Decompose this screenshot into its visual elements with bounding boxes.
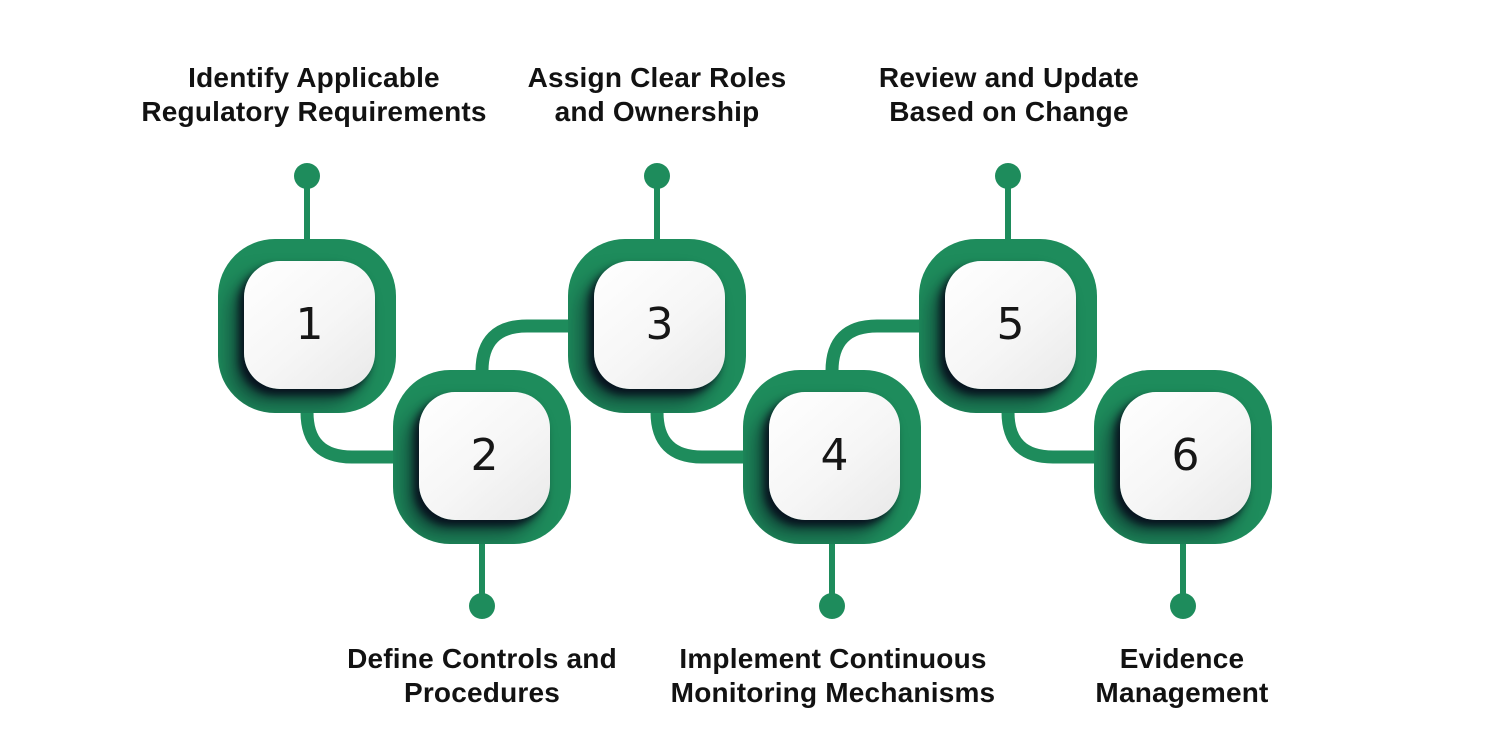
- step-number: 4: [820, 430, 849, 481]
- step-node-5: 5: [919, 239, 1097, 413]
- step-card: 1: [244, 261, 375, 389]
- step-ring: 2: [393, 370, 571, 544]
- step-ring: 4: [743, 370, 921, 544]
- step-label-line: Monitoring Mechanisms: [670, 677, 996, 708]
- step-number: 3: [645, 299, 674, 350]
- connector-step3-step4: [650, 403, 752, 464]
- step-label-line: Define Controls and: [347, 643, 617, 674]
- step-number: 6: [1171, 430, 1200, 481]
- step-node-6: 6: [1094, 370, 1272, 544]
- step-number: 5: [996, 299, 1025, 350]
- step-label-line: Identify Applicable: [188, 62, 440, 93]
- dot-step3: [644, 163, 670, 189]
- step-card: 2: [419, 392, 550, 520]
- step-ring: 3: [568, 239, 746, 413]
- step-label-line: Evidence: [1119, 643, 1245, 674]
- step-card: 4: [769, 392, 900, 520]
- step-card: 5: [945, 261, 1076, 389]
- connector-step5-step6: [1001, 403, 1103, 464]
- step-label-line: Assign Clear Roles: [527, 62, 787, 93]
- step-label-3: Assign Clear Roles and Ownership: [528, 61, 787, 129]
- step-number: 1: [295, 299, 324, 350]
- step-label-line: Based on Change: [889, 96, 1129, 127]
- step-ring: 5: [919, 239, 1097, 413]
- dot-step1: [294, 163, 320, 189]
- step-label-line: Implement Continuous: [679, 643, 987, 674]
- step-card: 6: [1120, 392, 1251, 520]
- step-node-4: 4: [743, 370, 921, 544]
- step-label-line: Review and Update: [878, 62, 1140, 93]
- step-label-2: Define Controls and Procedures: [347, 642, 617, 710]
- step-card: 3: [594, 261, 725, 389]
- step-number: 2: [470, 430, 499, 481]
- step-label-line: Procedures: [403, 677, 561, 708]
- step-label-line: Management: [1095, 677, 1269, 708]
- connector-step4-step5: [825, 319, 927, 380]
- dot-step5: [995, 163, 1021, 189]
- dot-step6: [1170, 593, 1196, 619]
- step-node-2: 2: [393, 370, 571, 544]
- step-label-5: Review and Update Based on Change: [879, 61, 1139, 129]
- step-node-3: 3: [568, 239, 746, 413]
- dot-step4: [819, 593, 845, 619]
- step-label-line: Regulatory Requirements: [141, 96, 487, 127]
- step-ring: 6: [1094, 370, 1272, 544]
- connector-step2-step3: [475, 319, 577, 380]
- step-ring: 1: [218, 239, 396, 413]
- step-label-1: Identify Applicable Regulatory Requireme…: [141, 61, 486, 129]
- step-label-line: and Ownership: [554, 96, 760, 127]
- connector-step1-step2: [300, 403, 402, 464]
- step-node-1: 1: [218, 239, 396, 413]
- step-label-6: Evidence Management: [1095, 642, 1268, 710]
- dot-step2: [469, 593, 495, 619]
- step-label-4: Implement Continuous Monitoring Mechanis…: [671, 642, 996, 710]
